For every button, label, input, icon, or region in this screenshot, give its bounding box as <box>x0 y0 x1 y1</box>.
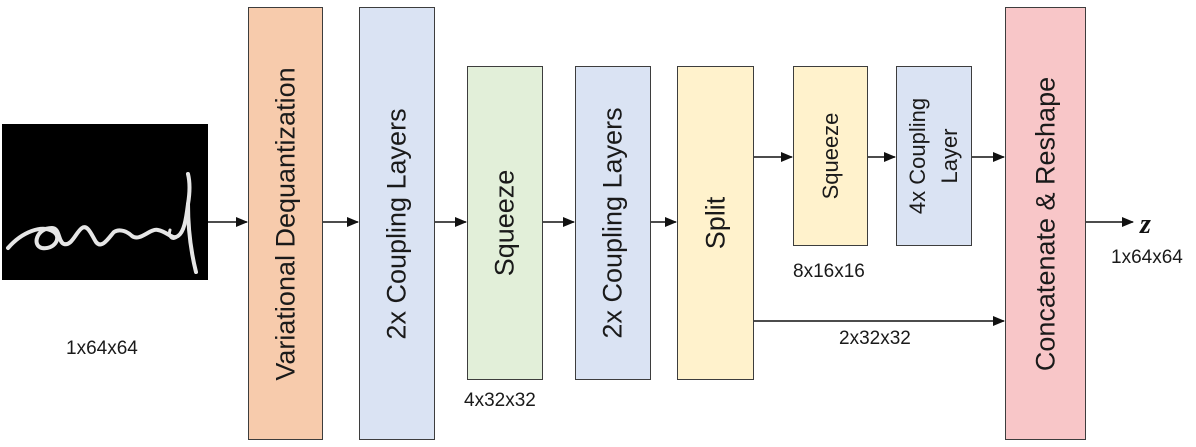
output-symbol: z <box>1140 209 1151 240</box>
handwriting-icon <box>6 172 198 274</box>
squeeze-1-shape-label: 4x32x32 <box>464 390 536 411</box>
split-bypass-shape-label: 2x32x32 <box>839 328 911 349</box>
concat-reshape-block: Concatenate & Reshape <box>1005 7 1086 440</box>
squeeze-2-shape-label: 8x16x16 <box>793 261 865 282</box>
squeeze-block-2: Squeeze <box>793 66 868 246</box>
coupling-block-2: 2x Coupling Layers <box>575 66 651 380</box>
squeeze-block-1: Squeeze <box>467 66 543 380</box>
output-shape-label: 1x64x64 <box>1111 247 1183 268</box>
split-block: Split <box>677 66 754 380</box>
coupling-block-1: 2x Coupling Layers <box>359 7 435 440</box>
input-shape-label: 1x64x64 <box>66 338 138 359</box>
dequantization-block: Variational Dequantization <box>248 7 323 440</box>
input-handwriting-image <box>2 124 208 280</box>
coupling-block-3: 4x Coupling Layer <box>896 66 972 246</box>
